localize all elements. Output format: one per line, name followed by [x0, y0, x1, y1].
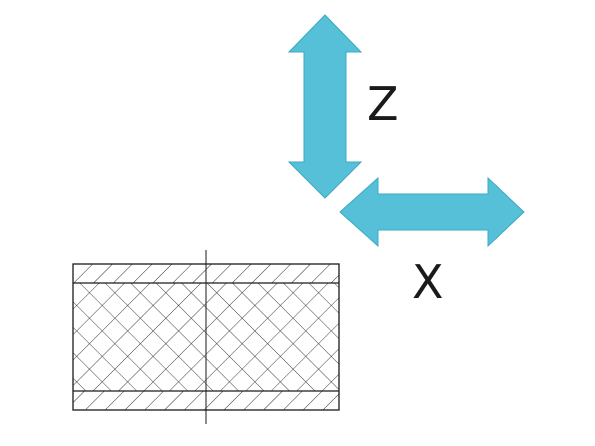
z-axis-arrow — [287, 14, 363, 199]
x-axis-label: X — [412, 255, 444, 309]
panel-cross-section — [72, 250, 340, 424]
z-axis-label: Z — [367, 77, 399, 131]
x-axis-arrow — [339, 176, 525, 248]
